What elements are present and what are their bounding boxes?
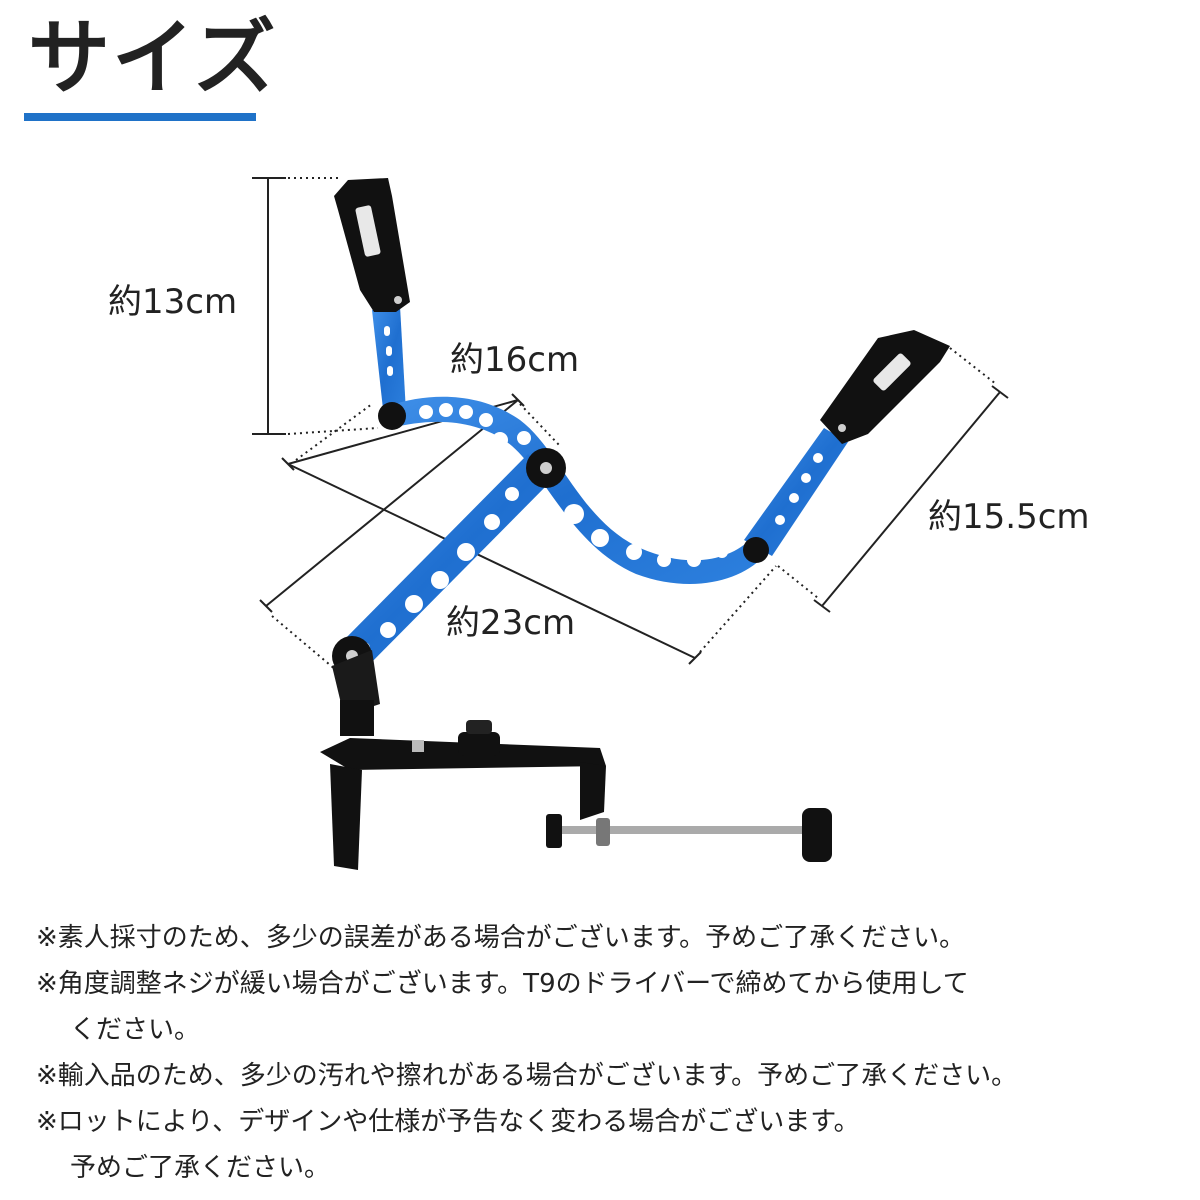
note-line: ※角度調整ネジが緩い場合がございます。T9のドライバーで締めてから使用して (36, 969, 969, 999)
holder-clips (334, 178, 950, 444)
note-line: ※輸入品のため、多少の汚れや擦れがある場合がございます。予めご了承ください。 (36, 1061, 1018, 1091)
dimension-lines (252, 177, 1009, 671)
title-underline (24, 113, 256, 121)
dimension-label-right-arm: 約15.5cm (928, 497, 1090, 537)
dimension-label-upper-arm: 約16cm (450, 340, 580, 380)
blue-arms (336, 306, 848, 672)
note-line: ※ロットにより、デザインや仕様が予告なく変わる場合がございます。 (36, 1107, 860, 1137)
product-diagram (252, 177, 1009, 870)
note-line: ※素人採寸のため、多少の誤差がある場合がございます。予めご了承ください。 (36, 923, 966, 953)
page-title: サイズ (28, 11, 278, 106)
notes-section: ※素人採寸のため、多少の誤差がある場合がございます。予めご了承ください。 ※角度… (36, 915, 1176, 1191)
dimension-label-overall: 約23cm (446, 603, 576, 643)
clamp-mount (320, 650, 832, 870)
note-line: 予めご了承ください。 (70, 1153, 331, 1183)
arm-holes (358, 326, 823, 654)
dimension-label-height: 約13cm (108, 282, 238, 322)
note-line: ください。 (70, 1015, 201, 1045)
